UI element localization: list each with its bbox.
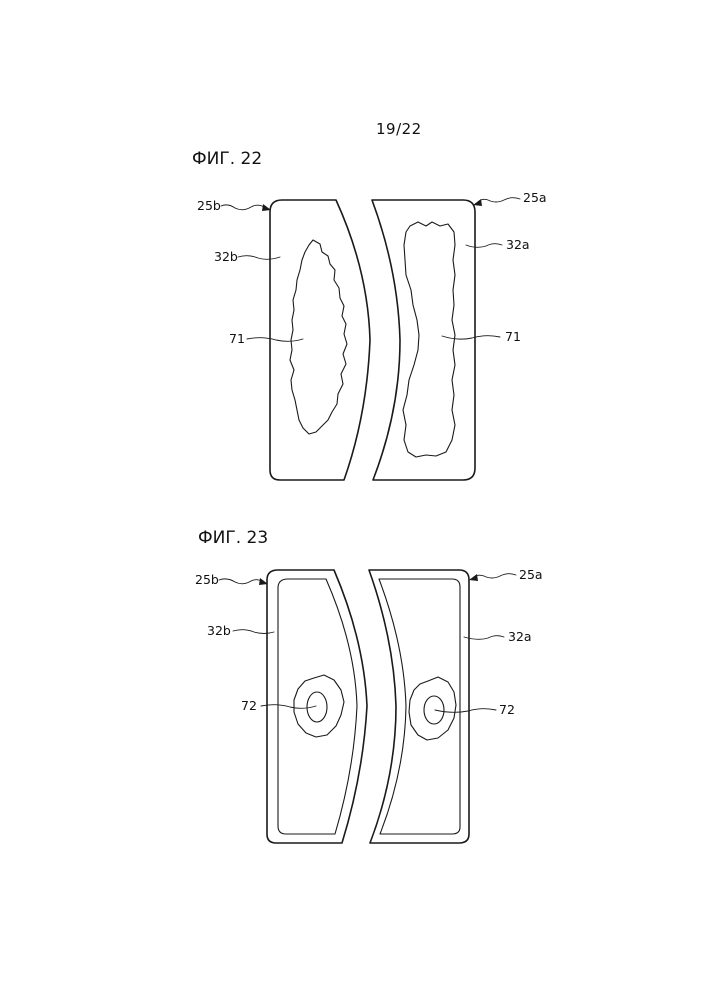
fig23-label-72-right: 72 (499, 704, 515, 717)
fig23-leader-25a (474, 574, 516, 578)
fig22-label-71-left: 71 (229, 333, 245, 346)
fig22-arrow-25b (262, 204, 271, 211)
fig22-left-pad-outline (270, 200, 370, 480)
fig22-label-25b: 25b (197, 200, 221, 213)
fig22-label-32b: 32b (214, 251, 238, 264)
fig23-label-25a: 25a (519, 569, 543, 582)
fig23-right-pad-outline (369, 570, 469, 843)
figure-22-drawing (221, 198, 520, 480)
fig23-left-region-72-inner (307, 692, 327, 722)
fig22-leader-25a (478, 198, 520, 202)
fig23-arrow-25a (469, 574, 478, 581)
fig23-label-25b: 25b (195, 574, 219, 587)
fig23-leader-72-left (261, 705, 316, 709)
fig22-leader-32b (238, 256, 280, 260)
fig23-leader-25b (219, 579, 263, 584)
fig22-leader-32a (466, 244, 502, 248)
fig22-right-region-71 (403, 222, 455, 457)
fig22-leader-71-left (247, 338, 303, 342)
fig22-right-pad-outline (372, 200, 475, 480)
fig23-left-pad-outline (267, 570, 367, 843)
fig23-left-region-72-outer (294, 675, 344, 737)
fig23-leader-32b (233, 630, 274, 634)
fig23-right-region-72-outer (409, 677, 456, 740)
fig22-leader-71-right (442, 336, 500, 339)
fig23-leader-32a (464, 636, 504, 640)
figure-23-drawing (219, 570, 516, 843)
fig23-label-32b: 32b (207, 625, 231, 638)
fig22-left-region-71 (290, 240, 347, 434)
fig23-label-72-left: 72 (241, 700, 257, 713)
fig22-label-71-right: 71 (505, 331, 521, 344)
fig22-label-25a: 25a (523, 192, 547, 205)
fig23-label-32a: 32a (508, 631, 532, 644)
fig22-label-32a: 32a (506, 239, 530, 252)
fig22-arrow-25a (473, 199, 482, 206)
fig23-right-pad-inner-border (379, 579, 460, 834)
fig22-leader-25b (221, 205, 266, 210)
fig23-right-region-72-inner (424, 696, 444, 724)
